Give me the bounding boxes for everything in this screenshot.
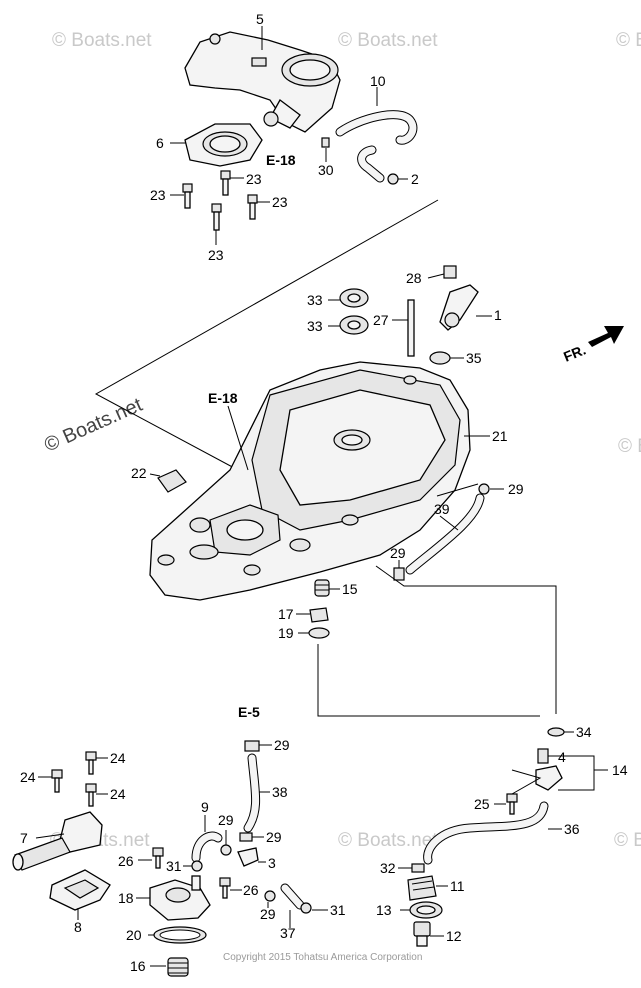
tee-3	[237, 847, 259, 867]
callout: 10	[370, 73, 386, 89]
callout: 5	[256, 11, 264, 27]
callouts: 5 10 6 30 2 23 23 23 23 28 1 33 33 27 35…	[20, 11, 628, 974]
callout: 23	[208, 247, 224, 263]
callout: 26	[118, 853, 134, 869]
spring-15	[314, 579, 330, 597]
clip-32	[411, 863, 425, 873]
reference-label: E-5	[238, 704, 260, 720]
callout: 12	[446, 928, 462, 944]
watermark: © Boats.net	[618, 436, 641, 457]
callout: 24	[20, 769, 36, 785]
housing-18	[149, 875, 211, 921]
cap-11	[407, 875, 437, 901]
part-7-fitting	[12, 811, 103, 871]
plug-12	[413, 921, 431, 947]
callout: 18	[118, 890, 134, 906]
callout: 29	[266, 829, 282, 845]
callout: 16	[130, 958, 146, 974]
reference-label: E-18	[266, 152, 296, 168]
callout: 8	[74, 919, 82, 935]
callout: 2	[411, 171, 419, 187]
copyright-text: Copyright 2015 Tohatsu America Corporati…	[223, 952, 422, 963]
callout: 4	[558, 749, 566, 765]
callout: 31	[330, 902, 346, 918]
callout: 24	[110, 750, 126, 766]
callout: 9	[201, 799, 209, 815]
callout: 1	[494, 307, 502, 323]
part-5-housing	[184, 31, 341, 133]
callout: 14	[612, 762, 628, 778]
callout: 38	[272, 784, 288, 800]
callout: 29	[390, 545, 406, 561]
hose-36	[423, 801, 549, 865]
watermark: © Boats.net	[616, 30, 641, 51]
callout: 28	[406, 270, 422, 286]
callout: 33	[307, 292, 323, 308]
callout: 23	[150, 187, 166, 203]
seals-33	[339, 288, 369, 335]
callout: 31	[166, 858, 182, 874]
hose-38	[243, 753, 261, 833]
callout: 26	[243, 882, 259, 898]
grommet-22	[157, 469, 187, 493]
callout: 23	[272, 194, 288, 210]
callout: 15	[342, 581, 358, 597]
watermark: © Boats.net	[338, 30, 438, 51]
callout: 19	[278, 625, 294, 641]
filter-16	[167, 957, 189, 977]
callout: 24	[110, 786, 126, 802]
callout: 20	[126, 927, 142, 943]
callout: 39	[434, 501, 450, 517]
callout: 27	[373, 312, 389, 328]
callout: 25	[474, 796, 490, 812]
watermark: © Boats.net	[614, 830, 641, 851]
front-marker: FR.	[561, 341, 588, 364]
callout: 35	[466, 350, 482, 366]
valve-17	[309, 607, 329, 623]
callout: 34	[576, 724, 592, 740]
callout: 33	[307, 318, 323, 334]
callout: 23	[246, 171, 262, 187]
front-arrow	[588, 326, 624, 347]
callout: 37	[280, 925, 296, 941]
bolts-23	[182, 170, 258, 231]
watermark: © Boats.net	[41, 394, 146, 457]
watermark: © Boats.net	[52, 30, 152, 51]
callout: 22	[131, 465, 147, 481]
watermark: © Boats.net	[338, 830, 438, 851]
part-10-hose	[335, 110, 418, 183]
hose-39	[405, 493, 485, 575]
callout: 3	[268, 855, 276, 871]
callout: 29	[274, 737, 290, 753]
callout: 11	[450, 878, 465, 894]
callout: 29	[218, 812, 234, 828]
stud-27	[407, 299, 415, 357]
callout: 29	[260, 906, 276, 922]
callout: 17	[278, 606, 294, 622]
callout: 13	[376, 902, 392, 918]
part-6-gasket	[184, 123, 263, 167]
callout: 7	[20, 830, 28, 846]
bolts-24	[51, 751, 97, 807]
callout: 6	[156, 135, 164, 151]
callout: 30	[318, 162, 334, 178]
callout: 36	[564, 821, 580, 837]
washer-19	[308, 627, 330, 639]
reference-label: E-18	[208, 390, 238, 406]
part-21-mount-plate	[149, 361, 471, 601]
fitting-1	[439, 265, 479, 331]
callout: 21	[492, 428, 508, 444]
callout: 32	[380, 860, 396, 876]
o-ring-35	[429, 351, 451, 365]
callout: 29	[508, 481, 524, 497]
